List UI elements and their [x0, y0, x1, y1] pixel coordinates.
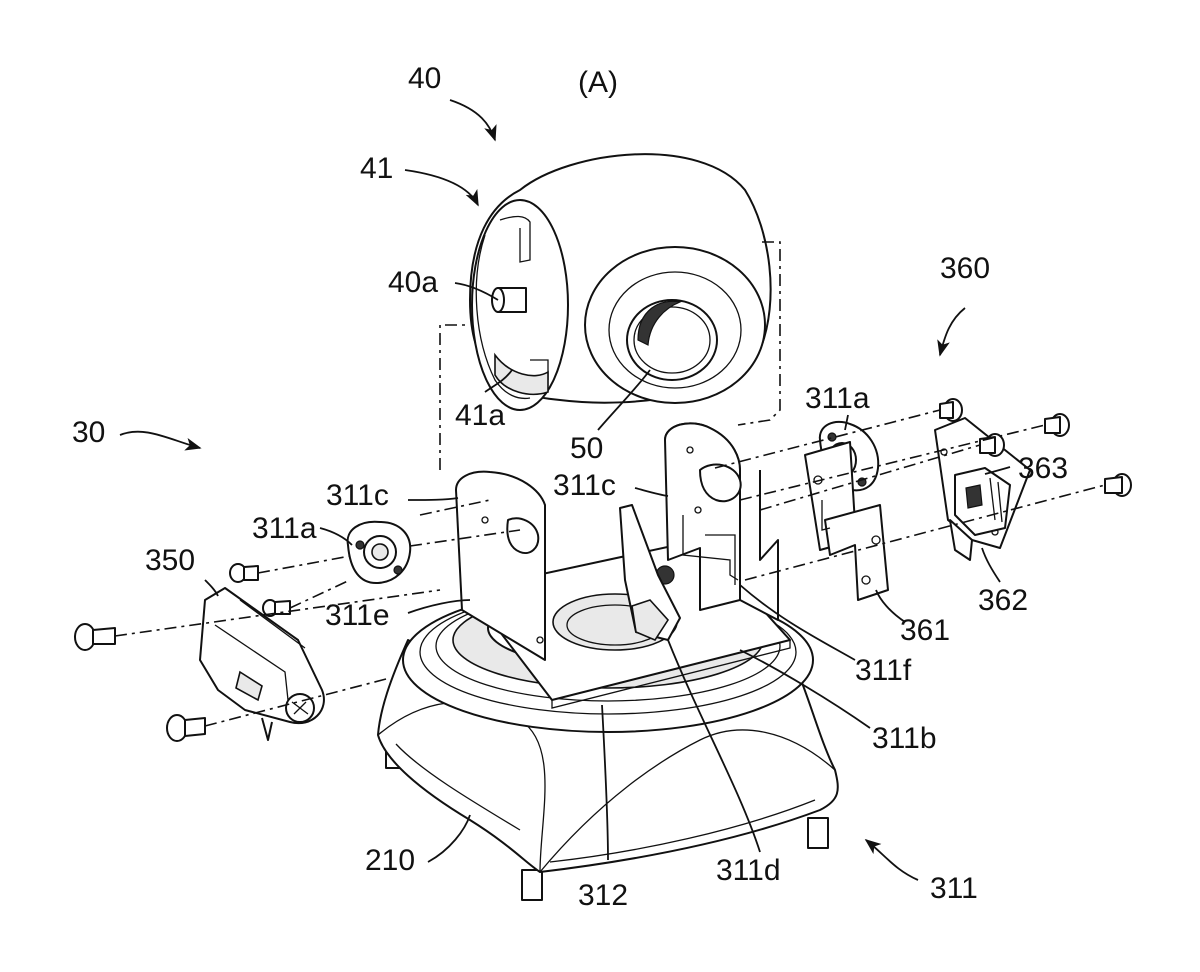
- label-311c-right: 311c: [553, 469, 616, 502]
- label-311c-left: 311c: [326, 479, 389, 512]
- axis-line: [714, 409, 941, 469]
- base-foot: [521, 869, 543, 901]
- label-30: 30: [72, 416, 105, 449]
- label-41a: 41a: [455, 399, 505, 432]
- leader-210: [427, 814, 471, 863]
- label-361: 361: [900, 614, 950, 647]
- leader-311a-right: [844, 414, 849, 431]
- axis-line: [419, 499, 491, 516]
- label-40: 40: [408, 62, 441, 95]
- screws-right: [939, 398, 1132, 497]
- label-311e: 311e: [325, 599, 390, 632]
- bearing-311a-left: [346, 520, 412, 585]
- label-210: 210: [365, 844, 415, 877]
- leader-41a: [484, 369, 513, 393]
- label-360: 360: [940, 252, 990, 285]
- leader-311c-right: [634, 487, 669, 497]
- leader-40a: [454, 282, 499, 301]
- assembly-line: [439, 324, 470, 470]
- axis-line: [739, 424, 1046, 501]
- leader-311c-left: [407, 497, 459, 501]
- label-311a-right: 311a: [805, 382, 870, 415]
- sensor-363: [954, 467, 1011, 536]
- leader-311f: [739, 584, 856, 661]
- screws-left: [74, 563, 291, 742]
- axis-line: [257, 555, 351, 574]
- bracket-311: [455, 422, 791, 709]
- leader-350: [204, 579, 219, 597]
- label-50: 50: [570, 432, 603, 465]
- plate-361: [804, 441, 889, 601]
- label-362: 362: [978, 584, 1028, 617]
- label-41: 41: [360, 152, 393, 185]
- axis-line: [289, 579, 351, 609]
- leader-312: [601, 704, 609, 861]
- leader-lines: [119, 99, 1011, 881]
- label-311b: 311b: [872, 722, 937, 755]
- axis-line: [204, 677, 391, 727]
- axis-line: [744, 484, 1106, 581]
- axis-line: [409, 529, 521, 547]
- side-recess-41a: [494, 352, 549, 396]
- arrow-311: [864, 838, 919, 881]
- label-311: 311: [930, 872, 978, 905]
- arrow-30: [119, 430, 202, 451]
- arrow-360: [937, 307, 966, 357]
- leader-311a-left: [319, 527, 353, 546]
- leader-50: [597, 369, 651, 431]
- view-label: (A): [578, 66, 618, 99]
- arrow-41: [404, 169, 479, 207]
- reference-labels: (A) 40 41 40a 41a 50 30 360 311a 311a 31…: [72, 62, 1068, 912]
- label-311d: 311d: [716, 854, 781, 887]
- label-363: 363: [1018, 452, 1068, 485]
- axis-line: [114, 589, 441, 637]
- leader-361: [875, 589, 906, 623]
- leader-311e: [407, 599, 471, 614]
- leader-363: [984, 466, 1011, 475]
- assembly-line: [737, 241, 781, 426]
- leader-311b: [739, 649, 871, 729]
- leader-362: [981, 547, 1001, 583]
- label-40a: 40a: [388, 266, 438, 299]
- side-cover-350: [199, 587, 325, 741]
- arrow-40: [449, 99, 497, 142]
- label-312: 312: [578, 879, 628, 912]
- leader-311d: [667, 639, 761, 853]
- camera-head-40: [469, 153, 772, 411]
- label-350: 350: [145, 544, 195, 577]
- label-311a-left: 311a: [252, 512, 317, 545]
- base-foot: [807, 817, 829, 849]
- label-311f: 311f: [855, 654, 912, 687]
